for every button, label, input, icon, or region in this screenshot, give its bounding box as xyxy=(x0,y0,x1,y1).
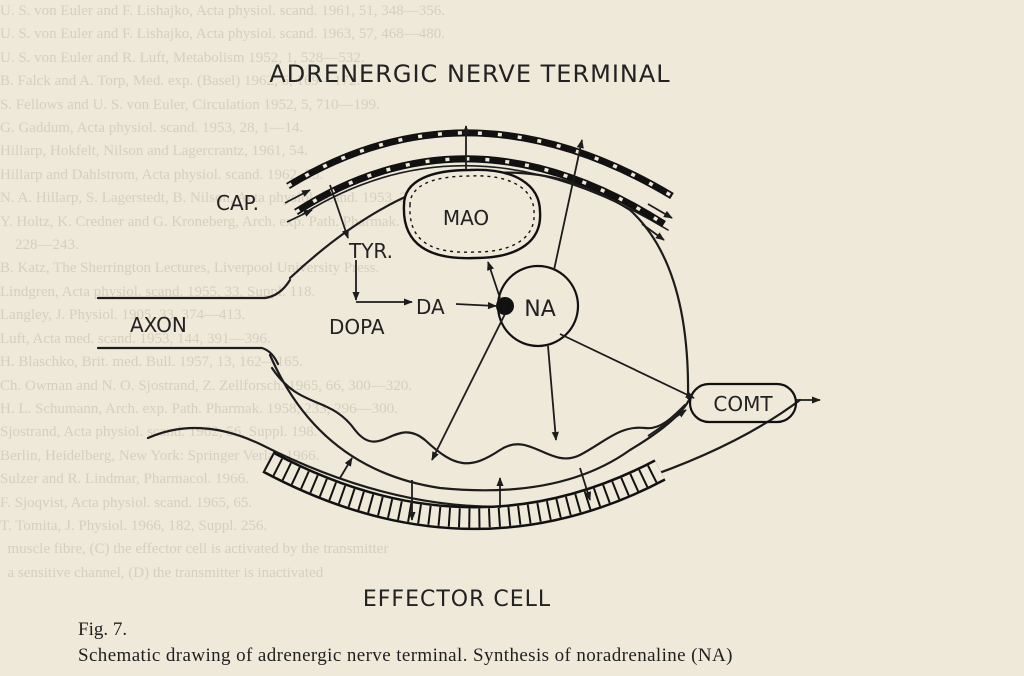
arrow-cap-out-2 xyxy=(641,223,665,241)
capillary xyxy=(286,129,674,227)
label-axon: AXON xyxy=(130,313,187,337)
terminal-membrane xyxy=(288,171,690,400)
figure-label: Fig. 7. xyxy=(78,619,128,640)
arrow-dot-down xyxy=(431,313,506,461)
bleed-line: G. Gaddum, Acta physiol. scand. 1953, 28… xyxy=(0,120,304,137)
arrow-na-cap xyxy=(553,139,584,271)
bleed-line: Ch. Owman and N. O. Sjostrand, Z. Zellfo… xyxy=(0,377,413,394)
label-na: NA xyxy=(524,297,556,322)
label-da: DA xyxy=(416,295,445,319)
bleed-line: Langley, J. Physiol. 1905, 33, 374—413. xyxy=(0,307,246,324)
arrow-na-down xyxy=(547,345,559,441)
arrow-band-up-1 xyxy=(339,457,353,479)
na-junction-dot xyxy=(496,297,514,315)
bleed-line: Hillarp, Hokfelt, Nilson and Lagercrantz… xyxy=(0,143,308,160)
label-mao: MAO xyxy=(443,206,489,230)
axon-upper-line xyxy=(96,278,292,300)
arrow-cap-in-1 xyxy=(284,189,311,204)
arrow-dot-mao xyxy=(487,261,501,299)
diagram-title: ADRENERGIC NERVE TERMINAL xyxy=(269,60,670,88)
arrow-cap-out-1 xyxy=(647,203,673,219)
effector-cell-label: EFFECTOR CELL xyxy=(363,587,551,612)
bleed-line: U. S. von Euler and F. Lishajko, Acta ph… xyxy=(0,26,446,43)
bleed-line: B. Falck and A. Torp, Med. exp. (Basel) … xyxy=(0,73,361,90)
label-cap: CAP. xyxy=(216,191,259,215)
bleed-line: S. Fellows and U. S. von Euler, Circulat… xyxy=(0,96,380,113)
bleed-line: T. Tomita, J. Physiol. 1966, 182, Suppl.… xyxy=(0,517,268,534)
mao-body xyxy=(402,168,542,260)
bleed-line: muscle fibre, (C) the effector cell is a… xyxy=(0,541,389,558)
comt-box xyxy=(688,382,798,424)
bleed-line: 228—243. xyxy=(0,237,79,254)
bleed-through-text: U. S. von Euler and F. Lishajko, Acta ph… xyxy=(0,3,486,581)
bleed-line: Lindgren, Acta physiol. scand. 1955, 33,… xyxy=(0,283,316,300)
bleed-line: B. Katz, The Sherrington Lectures, Liver… xyxy=(0,260,380,277)
label-dopa: DOPA xyxy=(329,315,385,339)
effector-band xyxy=(262,451,666,531)
arrow-cap-in-2 xyxy=(286,209,313,223)
bleed-line: a sensitive channel, (D) the transmitter… xyxy=(0,564,324,581)
bleed-line: Luft, Acta med. scand. 1953, 144, 391—39… xyxy=(0,330,271,347)
bleed-line: F. Sjoqvist, Acta physiol. scand. 1965, … xyxy=(0,494,253,511)
figure-caption: Schematic drawing of adrenergic nerve te… xyxy=(78,645,733,666)
terminal-lower-arc xyxy=(268,353,692,492)
bleed-line: Sulzer and R. Lindmar, Pharmacol. 1966. xyxy=(0,471,249,488)
label-comt: COMT xyxy=(713,392,773,416)
bleed-line: H. Blaschko, Brit. med. Bull. 1957, 13, … xyxy=(0,354,303,371)
arrow-na-comt xyxy=(559,333,695,399)
arrow-da-dot xyxy=(455,301,497,310)
arrow-band-down-2 xyxy=(579,467,592,501)
capillary-inner-arc xyxy=(302,164,669,231)
bleed-line: U. S. von Euler and R. Luft, Metabolism … xyxy=(0,49,365,66)
bleed-line: H. L. Schumann, Arch. exp. Path. Pharmak… xyxy=(0,400,398,417)
synaptic-membrane xyxy=(270,366,687,465)
bleed-line: Berlin, Heidelberg, New York: Springer V… xyxy=(0,447,320,464)
effector-outer-curve xyxy=(146,398,802,508)
axon-lower-line xyxy=(96,346,280,366)
arrow-cap-tyr xyxy=(329,184,349,239)
arrow-effector-comt xyxy=(647,409,687,437)
bleed-line: U. S. von Euler and F. Lishajko, Acta ph… xyxy=(0,3,446,19)
label-tyr: TYR. xyxy=(348,239,393,263)
